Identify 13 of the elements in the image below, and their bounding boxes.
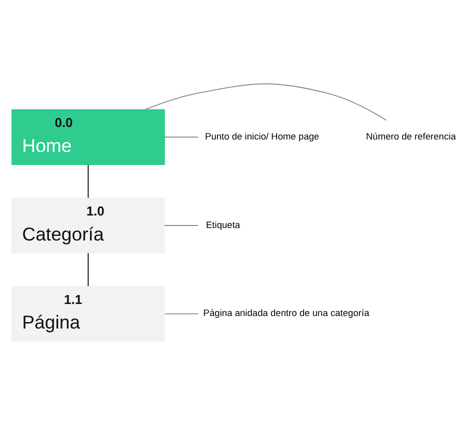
node-text: Punto de inicio/ Home page: [205, 131, 320, 142]
node-box: 1.0 Categoría: [11, 198, 165, 254]
connector: [164, 313, 199, 314]
connector: [164, 136, 199, 138]
node-text: Etiqueta: [206, 220, 240, 230]
node-box: 1.1 Página: [11, 286, 165, 342]
node-text: Número de referencia: [366, 131, 456, 142]
connector: [164, 225, 198, 226]
connector: [88, 164, 89, 198]
node-text: Página anidada dentro de una categoría: [203, 308, 370, 318]
connector: [88, 252, 89, 287]
connector: [144, 83, 387, 121]
node-box: 0.0 Home: [11, 109, 165, 166]
